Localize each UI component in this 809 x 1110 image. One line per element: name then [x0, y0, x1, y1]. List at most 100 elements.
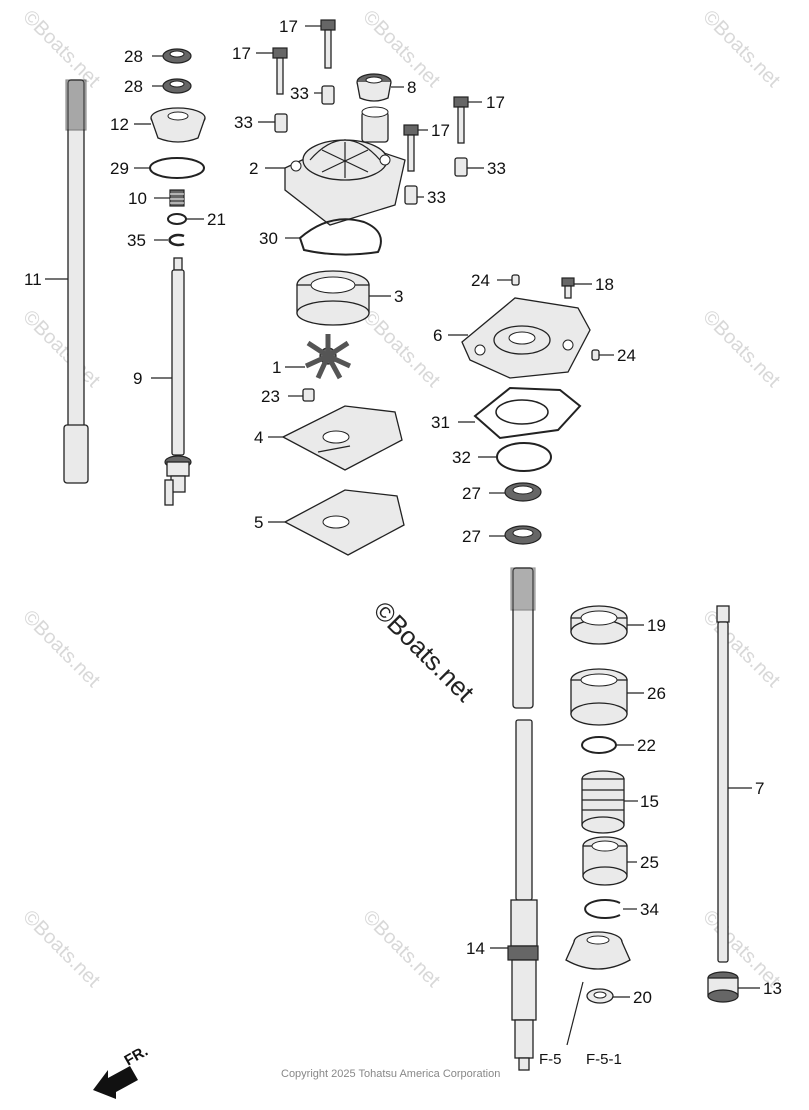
- part-26-bearing[interactable]: [570, 668, 628, 726]
- part-27-oil-seal-lower[interactable]: [504, 525, 542, 545]
- callout-18: 18: [595, 275, 614, 294]
- watermark-text: ©Boats.net: [698, 6, 784, 92]
- callout-27b: 27: [462, 527, 481, 546]
- callout-29: 29: [110, 159, 129, 178]
- part-25-needle-bearing[interactable]: [582, 836, 628, 886]
- callout-35: 35: [127, 231, 146, 250]
- callout-23: 23: [261, 387, 280, 406]
- callout-25: 25: [640, 853, 659, 872]
- bevel-gear[interactable]: [565, 931, 631, 970]
- part-23-key[interactable]: [302, 388, 315, 402]
- part-18-bolt[interactable]: [561, 277, 575, 299]
- part-19-bearing-race[interactable]: [570, 605, 628, 645]
- leader-reference: [566, 981, 584, 1046]
- callout-26: 26: [647, 684, 666, 703]
- watermark-group: ©Boats.net ©Boats.net ©Boats.net ©Boats.…: [18, 6, 784, 992]
- part-17-bolt-right[interactable]: [453, 96, 469, 144]
- callout-33b: 33: [234, 113, 253, 132]
- part-27-oil-seal-upper[interactable]: [504, 482, 542, 502]
- callout-24b: 24: [617, 346, 636, 365]
- part-13-grommet[interactable]: [707, 971, 739, 1003]
- part-30-gasket[interactable]: [298, 218, 382, 256]
- part-17-bolt-left[interactable]: [272, 47, 288, 95]
- callout-2: 2: [249, 159, 258, 178]
- part-15-clutch[interactable]: [581, 770, 625, 834]
- front-direction-arrow: FR.: [93, 1043, 151, 1099]
- callout-24a: 24: [471, 271, 490, 290]
- callout-13: 13: [763, 979, 782, 998]
- part-14-propeller-shaft[interactable]: [507, 567, 539, 1071]
- watermark-text: ©Boats.net: [18, 906, 104, 992]
- callout-9: 9: [133, 369, 142, 388]
- part-7-rod[interactable]: [716, 605, 730, 963]
- callout-33c: 33: [487, 159, 506, 178]
- part-34-snap-ring[interactable]: [584, 899, 621, 919]
- callout-22: 22: [637, 736, 656, 755]
- part-8-seal[interactable]: [356, 73, 392, 102]
- callout-17a: 17: [279, 17, 298, 36]
- callout-15: 15: [640, 792, 659, 811]
- part-28-seal-lower[interactable]: [162, 78, 192, 94]
- callout-20: 20: [633, 988, 652, 1007]
- callout-34: 34: [640, 900, 659, 919]
- callout-17d: 17: [431, 121, 450, 140]
- watermark-text: ©Boats.net: [698, 306, 784, 392]
- part-24-pin-lower[interactable]: [591, 349, 600, 361]
- part-10-spring[interactable]: [169, 189, 185, 207]
- callout-6: 6: [433, 326, 442, 345]
- part-33-collar-d[interactable]: [404, 185, 418, 205]
- reference-f5: F-5: [539, 1051, 562, 1068]
- part-33-collar-b[interactable]: [274, 113, 288, 133]
- callout-10: 10: [128, 189, 147, 208]
- part-3-impeller-housing[interactable]: [296, 270, 370, 326]
- part-28-seal-upper[interactable]: [162, 48, 192, 64]
- callout-30: 30: [259, 229, 278, 248]
- part-29-o-ring[interactable]: [149, 157, 205, 179]
- callout-12: 12: [110, 115, 129, 134]
- callout-1: 1: [272, 358, 281, 377]
- part-5-gasket-plate[interactable]: [283, 489, 405, 556]
- part-32-o-ring[interactable]: [496, 442, 552, 472]
- part-12-housing-cap[interactable]: [150, 107, 206, 143]
- callout-7: 7: [755, 779, 764, 798]
- callout-28b: 28: [124, 77, 143, 96]
- callout-5: 5: [254, 513, 263, 532]
- watermark-text: ©Boats.net: [698, 606, 784, 692]
- callout-33d: 33: [427, 188, 446, 207]
- part-17-bolt-top[interactable]: [320, 19, 336, 69]
- callout-17c: 17: [486, 93, 505, 112]
- part-21-washer[interactable]: [167, 213, 187, 225]
- part-31-gasket[interactable]: [473, 386, 582, 440]
- callout-27a: 27: [462, 484, 481, 503]
- watermark-text: ©Boats.net: [18, 6, 104, 92]
- part-11-drive-shaft[interactable]: [63, 79, 89, 484]
- part-9-shift-rod[interactable]: [164, 257, 192, 506]
- callout-31: 31: [431, 413, 450, 432]
- callout-11: 11: [24, 270, 42, 289]
- part-1-impeller[interactable]: [304, 334, 352, 380]
- callout-28a: 28: [124, 47, 143, 66]
- callout-33a: 33: [290, 84, 309, 103]
- callout-17b: 17: [232, 44, 251, 63]
- part-33-collar-c[interactable]: [454, 157, 468, 177]
- watermark-text: ©Boats.net: [358, 906, 444, 992]
- part-33-collar-a[interactable]: [321, 85, 335, 105]
- watermark-text: ©Boats.net: [18, 306, 104, 392]
- part-4-plate[interactable]: [281, 405, 403, 471]
- watermark-text: ©Boats.net: [358, 306, 444, 392]
- copyright-notice: Copyright 2025 Tohatsu America Corporati…: [281, 1068, 500, 1080]
- part-17-bolt-mid[interactable]: [403, 124, 419, 172]
- part-22-circlip[interactable]: [581, 736, 617, 754]
- part-6-pump-base[interactable]: [461, 297, 591, 379]
- part-24-pin-upper[interactable]: [511, 274, 520, 286]
- part-2-pump-housing[interactable]: [284, 106, 406, 226]
- callout-3: 3: [394, 287, 403, 306]
- callout-8: 8: [407, 78, 416, 97]
- callout-19: 19: [647, 616, 666, 635]
- part-20-nut[interactable]: [586, 988, 614, 1004]
- callout-21: 21: [207, 210, 226, 229]
- part-35-clip[interactable]: [168, 233, 185, 247]
- callout-32: 32: [452, 448, 471, 467]
